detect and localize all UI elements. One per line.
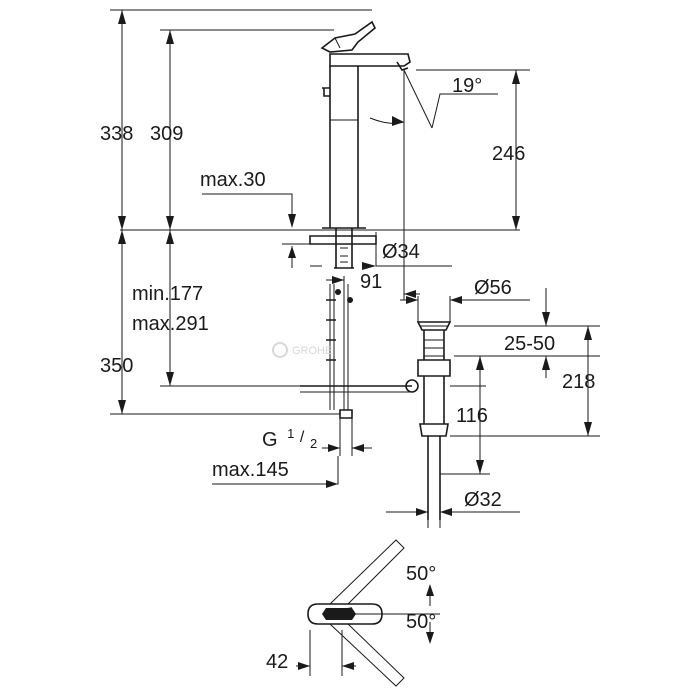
label-d34: Ø34	[382, 241, 420, 263]
watermark-text: GROHE	[292, 345, 332, 357]
label-50deg-bottom: 50°	[406, 611, 436, 633]
label-d56: Ø56	[474, 277, 512, 299]
popup-waste	[405, 321, 452, 520]
label-d32: Ø32	[464, 489, 502, 511]
dimension-lines-left	[110, 9, 372, 488]
faucet-body	[320, 20, 411, 229]
label-218: 218	[562, 371, 595, 393]
thread-slash: /	[300, 429, 305, 446]
thread-num: 1	[287, 426, 294, 441]
label-309: 309	[150, 123, 183, 145]
label-g12: G 1 / 2	[262, 421, 317, 451]
thread-g: G	[262, 429, 278, 451]
label-max145: max.145	[212, 459, 289, 481]
label-116: 116	[456, 405, 488, 427]
dimension-labels: 338 309 19° 246 max.30 Ø34 91 Ø56 min.17…	[100, 75, 595, 673]
label-max291: max.291	[132, 313, 209, 335]
label-19deg: 19°	[452, 75, 482, 97]
label-91: 91	[360, 271, 382, 293]
label-350: 350	[100, 355, 133, 377]
label-min177: min.177	[132, 283, 203, 305]
thread-den: 2	[310, 436, 317, 451]
label-25-50: 25-50	[504, 333, 555, 355]
label-max30: max.30	[200, 169, 266, 191]
mounting-assembly	[120, 228, 520, 419]
label-246: 246	[492, 143, 525, 165]
label-50deg-top: 50°	[406, 563, 436, 585]
watermark: GROHE	[272, 342, 332, 358]
label-338: 338	[100, 123, 133, 145]
label-42: 42	[266, 651, 288, 673]
lever-plan-view	[296, 539, 440, 687]
dimension-lines-right	[310, 69, 600, 528]
